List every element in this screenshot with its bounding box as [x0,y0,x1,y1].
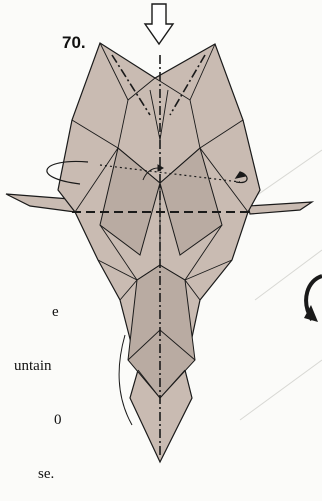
curved-arrow-partial-icon [304,276,322,322]
hollow-down-arrow-icon [145,4,173,44]
step-number: 70. [62,33,86,53]
caption-line: se. [0,465,62,483]
caption-fragment: e untain 0 se. [0,267,62,501]
origami-body [58,43,260,462]
caption-line: 0 [0,411,62,429]
caption-line: untain [0,357,62,375]
caption-line: e [0,303,62,321]
